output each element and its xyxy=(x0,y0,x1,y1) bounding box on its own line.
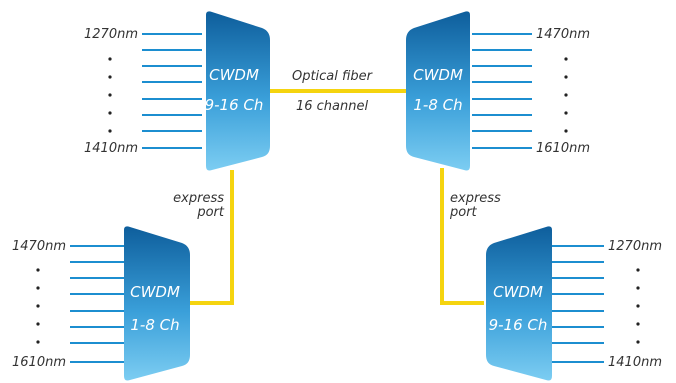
mux-top-left-shape xyxy=(206,11,270,171)
top-left-channels xyxy=(142,33,202,149)
wl-bottom-left-bottom: 1610nm xyxy=(12,355,66,370)
fiber-label-line1: Optical fiber xyxy=(292,69,374,84)
wl-top-right-top: 1470nm xyxy=(536,27,590,42)
mux-top-right-name: CWDM xyxy=(413,66,463,84)
fiber-label-line2: 16 channel xyxy=(296,99,369,114)
bottom-right-channels xyxy=(548,245,604,363)
express-right-line1: express xyxy=(450,191,501,206)
mux-top-left-name: CWDM xyxy=(209,66,259,84)
mux-bottom-left-shape xyxy=(124,226,190,381)
fiber-lines xyxy=(190,89,484,305)
wl-top-left-bottom: 1410nm xyxy=(84,141,138,156)
right-express-fiber xyxy=(440,168,484,305)
mux-top-left-channels: 9-16 Ch xyxy=(205,96,264,114)
mux-bottom-right-shape xyxy=(486,226,552,381)
mux-top-right-shape xyxy=(406,11,470,171)
wl-top-right-bottom: 1610nm xyxy=(536,141,590,156)
mux-top-right-channels: 1-8 Ch xyxy=(413,96,462,114)
wl-top-left-top: 1270nm xyxy=(84,27,138,42)
mux-bottom-left-channels: 1-8 Ch xyxy=(130,316,179,334)
express-right-line2: port xyxy=(449,205,478,220)
wl-bottom-right-bottom: 1410nm xyxy=(608,355,662,370)
wl-bottom-left-top: 1470nm xyxy=(12,239,66,254)
express-left-line2: port xyxy=(196,205,225,220)
mux-bottom-left-name: CWDM xyxy=(130,283,180,301)
wl-bottom-right-top: 1270nm xyxy=(608,239,662,254)
mux-bottom-right-channels: 9-16 Ch xyxy=(489,316,548,334)
top-right-channels xyxy=(472,33,532,149)
bottom-left-channels xyxy=(70,245,126,363)
mux-bottom-right-name: CWDM xyxy=(493,283,543,301)
ellipsis-dots xyxy=(36,57,640,344)
left-express-fiber xyxy=(190,170,234,305)
express-left-line1: express xyxy=(173,191,224,206)
